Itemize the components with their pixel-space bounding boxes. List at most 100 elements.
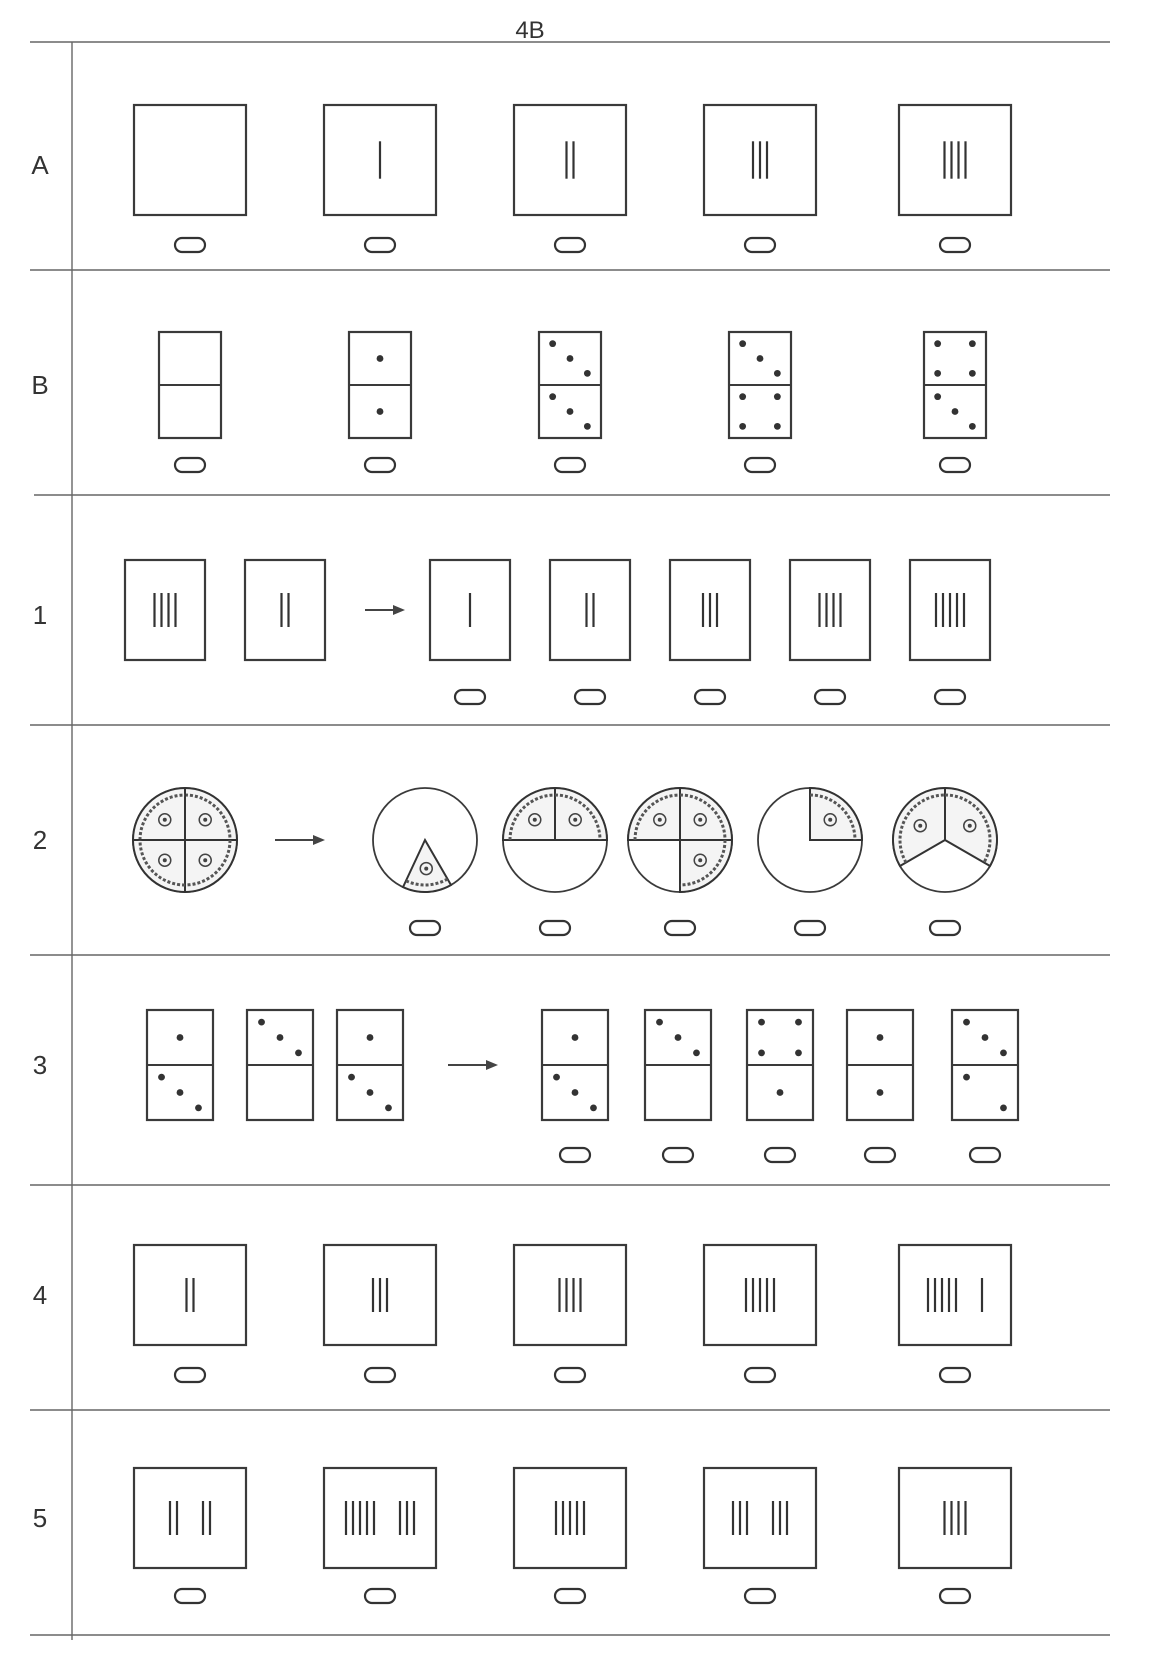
answer-tally-card xyxy=(132,1466,248,1570)
answer-bubble[interactable] xyxy=(661,1146,695,1164)
answer-domino xyxy=(537,330,603,440)
answer-bubble[interactable] xyxy=(453,688,487,706)
domino-pip xyxy=(583,422,591,430)
answer-bubble[interactable] xyxy=(173,236,207,254)
domino-pip xyxy=(968,340,976,348)
answer-bubble[interactable] xyxy=(928,919,962,937)
pizza-crust xyxy=(184,839,232,887)
tally-card-frame xyxy=(322,103,438,217)
domino-pip xyxy=(295,1049,302,1057)
answer-bubble[interactable] xyxy=(763,1146,797,1164)
answer-bubble[interactable] xyxy=(173,456,207,474)
answer-bubble[interactable] xyxy=(938,1366,972,1384)
answer-bubble[interactable] xyxy=(173,1366,207,1384)
domino-pip xyxy=(376,355,384,362)
topping-icon xyxy=(424,866,429,871)
tally-card-frame xyxy=(788,558,872,662)
answer-pizza xyxy=(757,786,864,893)
domino-pip xyxy=(968,369,976,377)
answer-bubble[interactable] xyxy=(938,456,972,474)
topping-icon xyxy=(158,853,172,867)
domino-pip xyxy=(656,1018,663,1026)
answer-bubble[interactable] xyxy=(968,1146,1002,1164)
prompt-tally-card xyxy=(243,558,327,662)
topping-icon xyxy=(162,858,167,863)
answer-bubble[interactable] xyxy=(538,919,572,937)
domino-pip xyxy=(549,340,557,348)
pizza-crust xyxy=(405,877,449,887)
pizza-crust xyxy=(679,793,727,841)
domino-pip xyxy=(553,1073,560,1081)
answer-bubble[interactable] xyxy=(863,1146,897,1164)
answer-bubble[interactable] xyxy=(793,919,827,937)
answer-bubble[interactable] xyxy=(743,236,777,254)
tally-card-frame xyxy=(132,103,248,217)
answer-bubble[interactable] xyxy=(173,1587,207,1605)
answer-bubble[interactable] xyxy=(363,236,397,254)
domino-pip xyxy=(366,1089,374,1096)
answer-bubble[interactable] xyxy=(743,456,777,474)
answer-bubble[interactable] xyxy=(933,688,967,706)
answer-bubble[interactable] xyxy=(408,919,442,937)
arrow-right-icon xyxy=(313,835,325,845)
answer-bubble[interactable] xyxy=(363,1587,397,1605)
tally-card-frame xyxy=(428,558,512,662)
answer-bubble[interactable] xyxy=(558,1146,592,1164)
answer-bubble[interactable] xyxy=(363,1366,397,1384)
domino-pip xyxy=(176,1089,184,1096)
topping-icon xyxy=(532,817,537,822)
domino-pip xyxy=(758,1049,765,1057)
answer-bubble[interactable] xyxy=(553,1587,587,1605)
domino-pip xyxy=(951,408,959,415)
answer-bubble[interactable] xyxy=(693,688,727,706)
answer-bubble[interactable] xyxy=(363,456,397,474)
tally-card-frame xyxy=(322,1466,438,1570)
domino-pip xyxy=(876,1089,884,1096)
answer-bubble[interactable] xyxy=(743,1587,777,1605)
answer-domino xyxy=(347,330,413,440)
topping-icon xyxy=(693,853,707,867)
pizza-crust xyxy=(679,839,727,887)
domino-pip xyxy=(963,1073,970,1081)
domino-pip xyxy=(571,1034,579,1041)
answer-bubble[interactable] xyxy=(813,688,847,706)
answer-bubble[interactable] xyxy=(553,1366,587,1384)
answer-pizza xyxy=(501,786,609,893)
pizza-crust xyxy=(138,793,186,841)
answer-bubble[interactable] xyxy=(663,919,697,937)
prompt-tally-card xyxy=(123,558,207,662)
pizza-crust xyxy=(184,793,232,841)
tally-card-frame xyxy=(512,103,628,217)
domino-pip xyxy=(756,355,764,362)
answer-tally-card xyxy=(897,1243,1013,1347)
answer-bubble[interactable] xyxy=(553,236,587,254)
topping-icon xyxy=(698,817,703,822)
domino-pip xyxy=(876,1034,884,1041)
tally-card-frame xyxy=(897,1466,1013,1570)
topping-icon xyxy=(203,858,208,863)
answer-domino xyxy=(540,1008,610,1122)
domino-pip xyxy=(773,369,781,377)
pizza-slice xyxy=(554,786,609,841)
answer-tally-card xyxy=(702,103,818,217)
answer-bubble[interactable] xyxy=(938,236,972,254)
domino-pip xyxy=(590,1104,597,1112)
topping-icon xyxy=(198,853,212,867)
answer-pizza xyxy=(372,787,478,893)
answer-bubble[interactable] xyxy=(938,1587,972,1605)
tally-card-frame xyxy=(123,558,207,662)
arrow-right-icon xyxy=(393,605,405,615)
answer-bubble[interactable] xyxy=(743,1366,777,1384)
topping-icon xyxy=(967,823,972,828)
domino-pip xyxy=(158,1073,165,1081)
domino-pip xyxy=(176,1034,184,1041)
answer-tally-card xyxy=(132,103,248,217)
domino-pip xyxy=(566,355,574,362)
answer-domino xyxy=(845,1008,915,1122)
answer-bubble[interactable] xyxy=(573,688,607,706)
answer-bubble[interactable] xyxy=(553,456,587,474)
domino-pip xyxy=(981,1034,989,1041)
prompt-arrow xyxy=(275,835,325,845)
pizza-slice xyxy=(401,837,453,893)
